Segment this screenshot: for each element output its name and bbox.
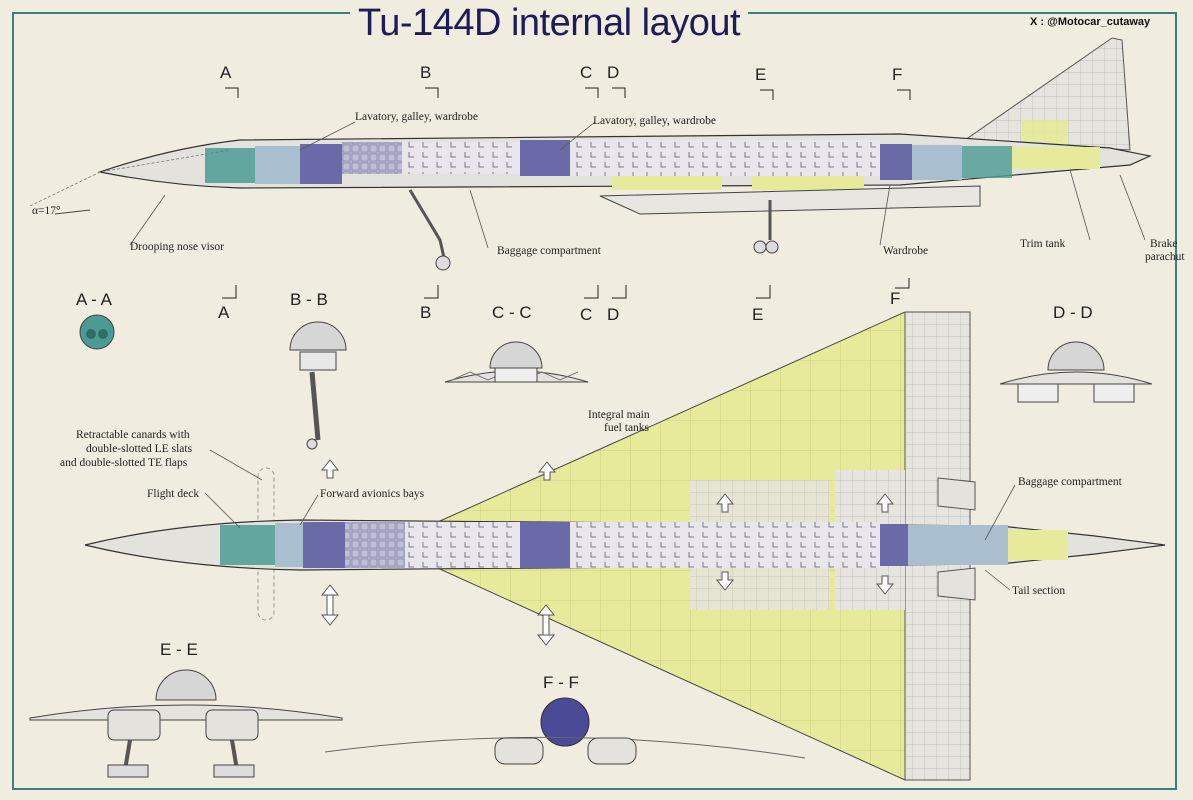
- side-view: [29, 37, 1152, 271]
- section-title-aa: A - A: [76, 290, 113, 309]
- marker-c-top: C: [580, 63, 592, 82]
- marker-e-mid: E: [752, 305, 763, 324]
- section-title-ff: F - F: [543, 673, 579, 692]
- section-aa: [79, 314, 115, 350]
- marker-a-mid: A: [218, 303, 230, 322]
- section-title-bb: B - B: [290, 290, 328, 309]
- marker-b-mid: B: [420, 303, 431, 322]
- marker-a-top: A: [220, 63, 232, 82]
- section-dd: [999, 341, 1153, 403]
- label-baggage-plan: Baggage compartment: [1018, 476, 1123, 488]
- label-baggage-side: Baggage compartment: [497, 245, 602, 257]
- section-title-cc: C - C: [492, 303, 532, 322]
- marker-b-top: B: [420, 63, 431, 82]
- label-tail-section: Tail section: [1012, 585, 1065, 597]
- plan-view: [84, 311, 1166, 781]
- label-lavatory-mid: Lavatory, galley, wardrobe: [593, 115, 716, 127]
- label-avionics: Forward avionics bays: [320, 488, 425, 500]
- marker-d-mid: D: [607, 305, 619, 324]
- label-nose-visor: Drooping nose visor: [130, 241, 224, 253]
- section-markers-top: A B C D E F: [220, 63, 911, 100]
- page-title: Tu-144D internal layout: [350, 2, 749, 45]
- marker-c-mid: C: [580, 305, 592, 324]
- label-brake: Brake: [1150, 238, 1177, 250]
- section-markers-mid: A B C D E F: [218, 278, 910, 324]
- marker-f-mid: F: [890, 289, 900, 308]
- section-bb: [289, 321, 347, 450]
- label-angle: α=17°: [32, 205, 61, 217]
- label-canards-3: and double-slotted TE flaps: [60, 457, 188, 469]
- label-lavatory-front: Lavatory, galley, wardrobe: [355, 111, 478, 123]
- label-parachute: parachut: [1145, 251, 1185, 263]
- marker-e-top: E: [755, 65, 766, 84]
- section-cc: [444, 341, 589, 383]
- section-title-dd: D - D: [1053, 303, 1093, 322]
- label-canards-2: double-slotted LE slats: [86, 443, 193, 455]
- label-wardrobe: Wardrobe: [883, 245, 928, 257]
- section-ee: [29, 669, 343, 778]
- label-flight-deck: Flight deck: [147, 488, 199, 500]
- marker-f-top: F: [892, 65, 902, 84]
- marker-d-top: D: [607, 63, 619, 82]
- section-title-ee: E - E: [160, 640, 198, 659]
- label-fuel-2: fuel tanks: [604, 422, 650, 434]
- section-ff: [324, 697, 806, 765]
- label-canards-1: Retractable canards with: [76, 429, 190, 441]
- label-fuel-1: Integral main: [588, 409, 650, 421]
- credit-text: X : @Motocar_cutaway: [1030, 16, 1151, 28]
- label-trim-tank: Trim tank: [1020, 238, 1066, 250]
